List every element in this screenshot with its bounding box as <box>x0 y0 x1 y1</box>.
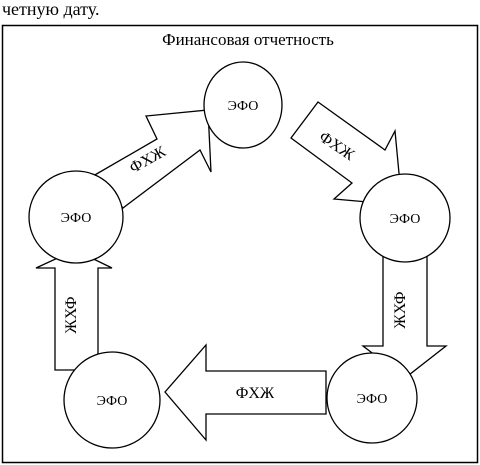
diagram-title: Финансовая отчетность <box>162 30 334 49</box>
node-bottom-left <box>63 351 161 449</box>
node-label-bottom-left: ЭФО <box>97 394 128 409</box>
node-label-bottom-right: ЭФО <box>357 392 388 407</box>
arrow-label-bottom-left-to-left: ЖХФ <box>63 296 80 333</box>
node-label-top: ЭФО <box>228 99 259 114</box>
node-top <box>203 61 283 149</box>
arrow-right-to-bottom-right <box>361 249 448 379</box>
arrow-left-to-top <box>91 109 212 209</box>
node-label-left: ЭФО <box>61 211 92 226</box>
top-text-fragment: четную дату. <box>2 0 100 19</box>
arrow-bottom-right-to-bottom-left <box>164 343 327 442</box>
arrow-label-bottom-right-to-bottom-left: ФХЖ <box>236 385 275 402</box>
node-right <box>359 173 451 263</box>
node-left <box>28 170 124 264</box>
arrow-label-right-to-bottom-right: ЖХФ <box>392 291 409 328</box>
node-label-right: ЭФО <box>390 212 421 227</box>
node-bottom-right <box>326 352 418 444</box>
